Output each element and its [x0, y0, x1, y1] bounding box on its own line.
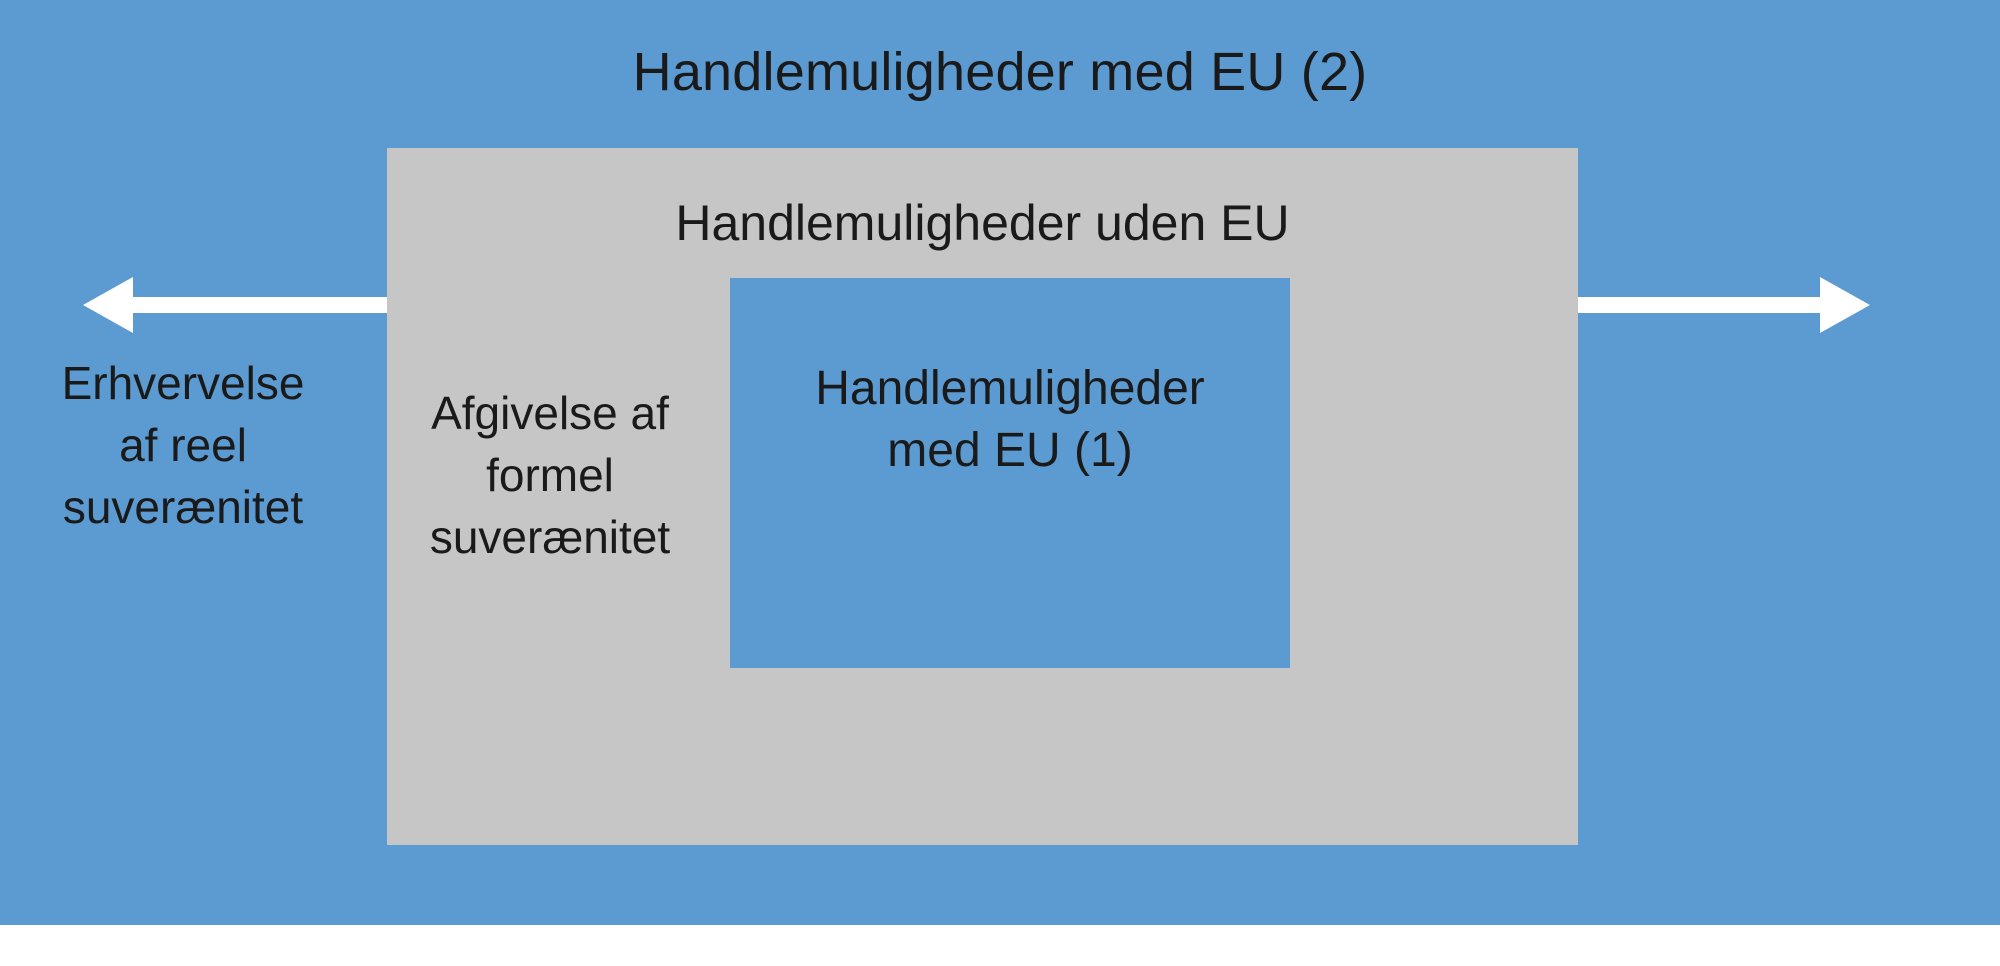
page-title: Handlemuligheder med EU (2)	[632, 42, 1368, 102]
caption-afgivelse-af-formel-suveraenitet: Afgivelse af formel suverænitet	[429, 387, 671, 563]
outer-box-handlemuligheder-uden-eu: Handlemuligheder uden EU Handlemulighede…	[387, 148, 1578, 845]
bottom-white-band	[0, 925, 2000, 966]
inner-box-handlemuligheder-med-eu-1: Handlemuligheder med EU (1)	[730, 278, 1290, 668]
arrow-left-acquire-sovereignty-icon	[83, 277, 393, 333]
outer-box-label: Handlemuligheder uden EU	[675, 195, 1290, 251]
inner-box-label: Handlemuligheder med EU (1)	[815, 362, 1205, 477]
arrow-right-expanded-scope-icon	[1570, 277, 1870, 333]
caption-erhvervelse-af-reel-suveraenitet: Erhvervelse af reel suverænitet	[61, 357, 305, 533]
